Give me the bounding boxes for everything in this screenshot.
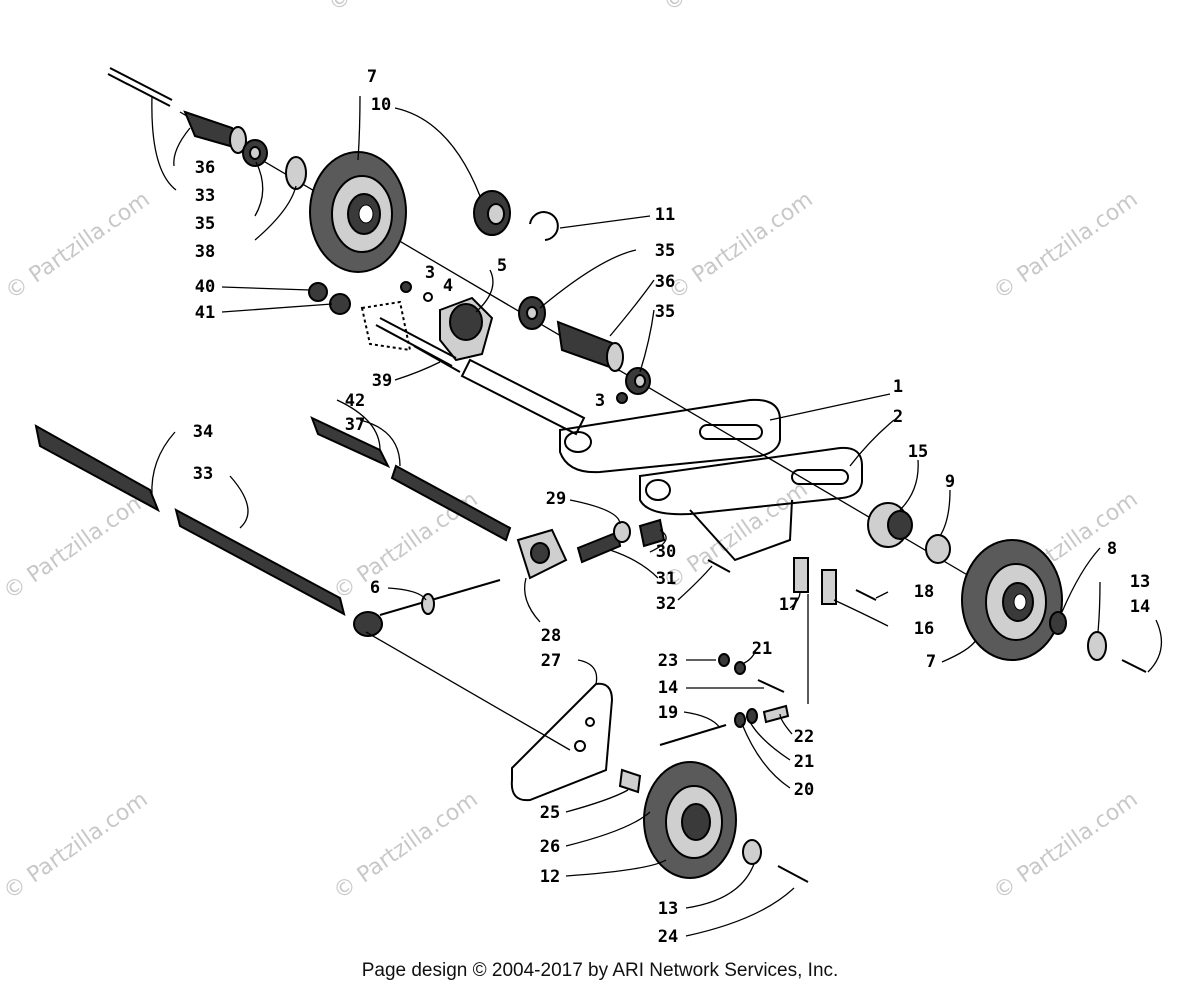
leader-lines: [151, 95, 1163, 937]
callout-34[interactable]: 34: [193, 422, 213, 442]
bracket-1: [559, 398, 781, 474]
callout-7[interactable]: 7: [926, 652, 936, 672]
watermark: © Partzilla.com: [659, 0, 812, 17]
callout-24[interactable]: 24: [658, 927, 678, 947]
callout-42[interactable]: 42: [345, 391, 365, 411]
callout-12[interactable]: 12: [540, 867, 560, 887]
watermark: © Partzilla.com: [664, 187, 817, 305]
watermark: © Partzilla.com: [989, 187, 1142, 305]
callout-20[interactable]: 20: [794, 780, 814, 800]
callout-18[interactable]: 18: [914, 582, 934, 602]
long-rod-assembly: [34, 424, 571, 751]
callout-31[interactable]: 31: [656, 569, 676, 589]
callout-41[interactable]: 41: [195, 303, 215, 323]
callout-4[interactable]: 4: [443, 276, 453, 296]
frame-assembly: [460, 358, 863, 562]
callout-5[interactable]: 5: [497, 256, 507, 276]
callout-30[interactable]: 30: [656, 542, 676, 562]
callout-9[interactable]: 9: [945, 472, 955, 492]
callout-13[interactable]: 13: [658, 899, 678, 919]
callout-32[interactable]: 32: [656, 594, 676, 614]
callout-14[interactable]: 14: [658, 678, 678, 698]
watermark: © Partzilla.com: [989, 787, 1142, 905]
watermark: © Partzilla.com: [324, 0, 477, 17]
callout-37[interactable]: 37: [345, 415, 365, 435]
callout-3[interactable]: 3: [595, 391, 605, 411]
callout-labels: 7 10 36 33 35 38 11 35 36 35 40 41 3 4 5…: [193, 67, 1150, 947]
callout-39[interactable]: 39: [372, 371, 392, 391]
callout-40[interactable]: 40: [195, 277, 215, 297]
plate-27: [510, 682, 614, 802]
callout-8[interactable]: 8: [1107, 539, 1117, 559]
lower-wheel-assembly: [510, 682, 809, 883]
callout-16[interactable]: 16: [914, 619, 934, 639]
callout-10[interactable]: 10: [371, 95, 391, 115]
callout-25[interactable]: 25: [540, 803, 560, 823]
callout-29[interactable]: 29: [546, 489, 566, 509]
callout-13[interactable]: 13: [1130, 572, 1150, 592]
watermark: © Partzilla.com: [0, 487, 153, 605]
upper-axle-assembly: [107, 67, 1011, 601]
clip-17: [793, 557, 809, 593]
callout-33[interactable]: 33: [195, 186, 215, 206]
callout-14[interactable]: 14: [1130, 597, 1150, 617]
hardware-group: [659, 557, 877, 746]
callout-23[interactable]: 23: [658, 651, 678, 671]
callout-6[interactable]: 6: [370, 578, 380, 598]
callout-3[interactable]: 3: [425, 263, 435, 283]
left-shaft-assembly: [310, 416, 731, 637]
callout-17[interactable]: 17: [779, 595, 799, 615]
callout-38[interactable]: 38: [195, 242, 215, 262]
callout-36[interactable]: 36: [655, 272, 675, 292]
callout-35[interactable]: 35: [655, 241, 675, 261]
callout-15[interactable]: 15: [908, 442, 928, 462]
callout-27[interactable]: 27: [541, 651, 561, 671]
footer-copyright: Page design © 2004-2017 by ARI Network S…: [361, 960, 839, 981]
bracket-2: [639, 446, 863, 516]
callout-22[interactable]: 22: [794, 727, 814, 747]
watermark: © Partzilla.com: [1, 187, 154, 305]
callout-7[interactable]: 7: [367, 67, 377, 87]
callout-21[interactable]: 21: [794, 752, 814, 772]
right-wheel-assembly: [867, 502, 1147, 673]
callout-35[interactable]: 35: [655, 302, 675, 322]
callout-35[interactable]: 35: [195, 214, 215, 234]
callout-36[interactable]: 36: [195, 158, 215, 178]
watermark: © Partzilla.com: [0, 787, 153, 905]
callout-26[interactable]: 26: [540, 837, 560, 857]
clip-16: [821, 569, 837, 605]
watermark: © Partzilla.com: [329, 787, 482, 905]
callout-28[interactable]: 28: [541, 626, 561, 646]
callout-21[interactable]: 21: [752, 639, 772, 659]
watermark-layer: © Partzilla.com © Partzilla.com © Partzi…: [0, 0, 1143, 905]
callout-33[interactable]: 33: [193, 464, 213, 484]
callout-1[interactable]: 1: [893, 377, 903, 397]
callout-11[interactable]: 11: [655, 205, 675, 225]
callout-19[interactable]: 19: [658, 703, 678, 723]
callout-2[interactable]: 2: [893, 407, 903, 427]
pivot-parts: [308, 281, 628, 404]
